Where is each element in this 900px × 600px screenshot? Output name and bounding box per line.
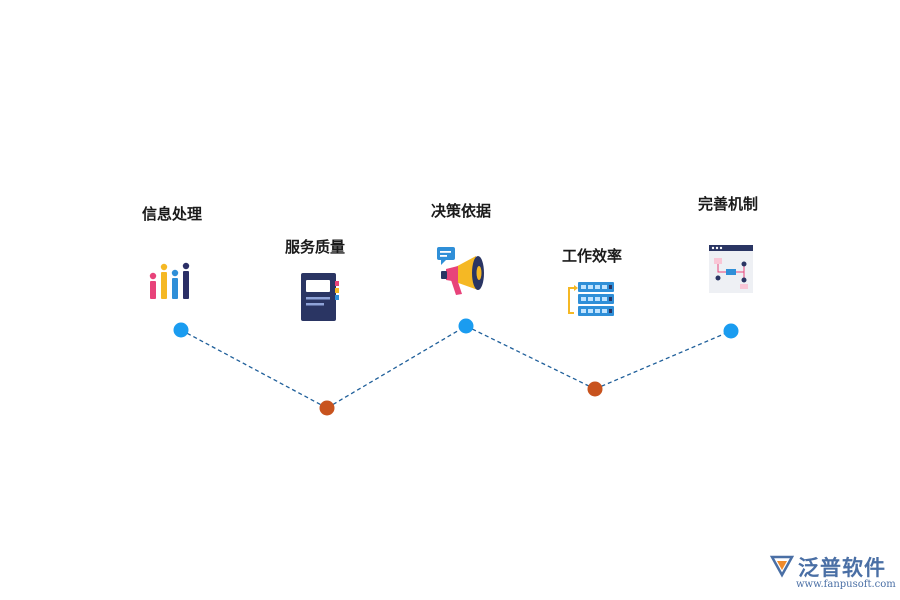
timeline-connector: [326, 325, 467, 409]
logo-url: www.fanpusoft.com: [796, 579, 896, 590]
notebook-icon: [301, 273, 339, 321]
fanpu-logo: 泛普软件 www.fanpusoft.com: [766, 550, 896, 594]
timeline-connector: [594, 330, 732, 390]
step-label-info-processing: 信息处理: [141, 205, 203, 223]
timeline-node-5: [723, 323, 739, 339]
flowchart-window-icon: [709, 245, 753, 293]
step-label-improve-mechanism: 完善机制: [697, 195, 759, 213]
bar-chart-icon: [149, 262, 190, 299]
fanpu-logo-mark-icon: [769, 555, 795, 578]
logo-name: 泛普软件: [798, 556, 886, 580]
timeline-node-1: [173, 322, 189, 338]
server-rack-icon: [568, 282, 614, 316]
megaphone-icon: [437, 247, 484, 295]
timeline-node-2: [319, 400, 335, 416]
step-label-service-quality: 服务质量: [284, 238, 346, 256]
timeline-connector: [180, 329, 328, 409]
timeline-node-4: [587, 381, 603, 397]
step-label-work-efficiency: 工作效率: [561, 247, 623, 265]
timeline-node-3: [458, 318, 474, 334]
timeline-connector: [465, 325, 596, 390]
step-label-decision-basis: 决策依据: [430, 202, 492, 220]
